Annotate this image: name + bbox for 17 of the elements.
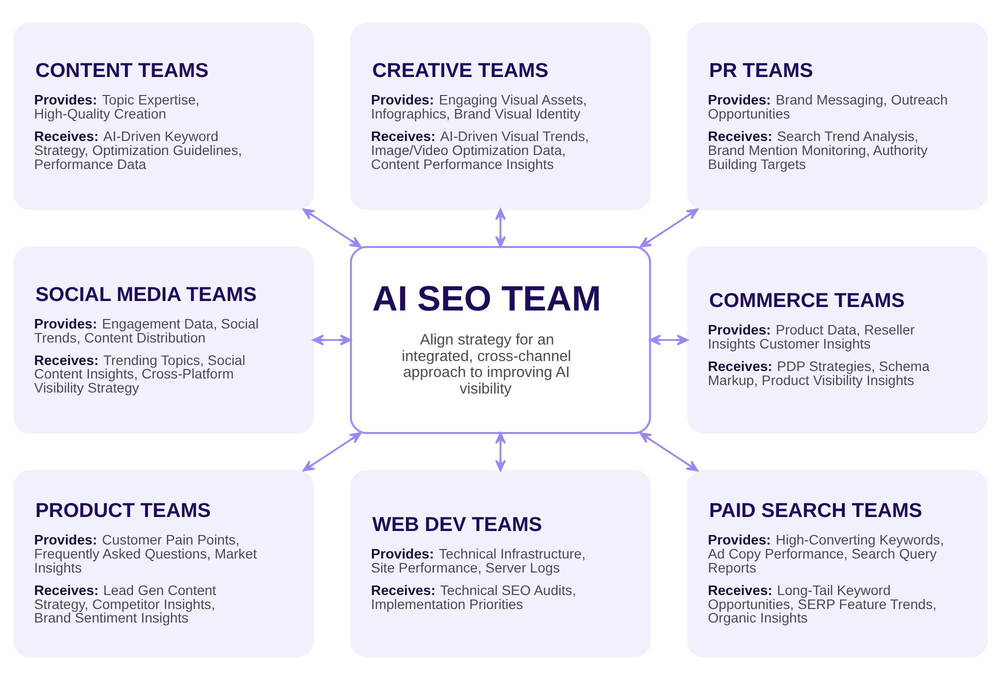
arrow: [312, 334, 351, 346]
arrow: [648, 334, 688, 346]
node-box: PAID SEARCH TEAMS Provides: High-Converting Keywords, Ad Copy Performance, Search Query Reports Receives: Long-Tail Keyword Opportunities, SERP Feature Trends, Organic Insights: [686, 470, 988, 658]
node-box: CONTENT TEAMS Provides: Topic Expertise, High-Quality Creation Receives: AI-Driven Keyword Strategy, Optimization Guidelines, Performance Data: [12, 22, 314, 210]
arrow: [302, 432, 361, 472]
arrow: [494, 432, 506, 472]
node-box: CREATIVE TEAMS Provides: Engaging Visual Assets, Infographics, Brand Visual Identity Receives: AI-Driven Visual Trends, Image/Video Optimization Data, Content Performance Insights: [350, 22, 650, 210]
node-box: PRODUCT TEAMS Provides: Customer Pain Points, Frequently Asked Questions, Market Insights Receives: Lead Gen Content Strategy, Competitor Insights, Brand Sentiment Insights: [12, 470, 314, 658]
arrow: [302, 208, 361, 248]
arrow: [639, 208, 698, 248]
arrow: [494, 208, 506, 248]
node-box: PR TEAMS Provides: Brand Messaging, Outreach Opportunities Receives: Search Trend Analysis, Brand Mention Monitoring, Authority Building Targets: [686, 22, 988, 210]
node-box: WEB DEV TEAMS Provides: Technical Infrastructure, Site Performance, Server Logs Receives: Technical SEO Audits, Implementation Priorities: [350, 470, 650, 658]
node-box: AI SEO TEAM Align strategy for an integrated, cross-channel approach to improving AI visibility: [349, 246, 651, 434]
node-box: COMMERCE TEAMS Provides: Product Data, Reseller Insights Customer Insights Receives: PDP Strategies, Schema Markup, Product Visibility Insights: [686, 246, 988, 434]
node-box: SOCIAL MEDIA TEAMS Provides: Engagement Data, Social Trends, Content Distribution Receives: Trending Topics, Social Content Insights, Cross-Platform Visibility Strategy: [12, 246, 314, 434]
arrow: [639, 432, 698, 472]
